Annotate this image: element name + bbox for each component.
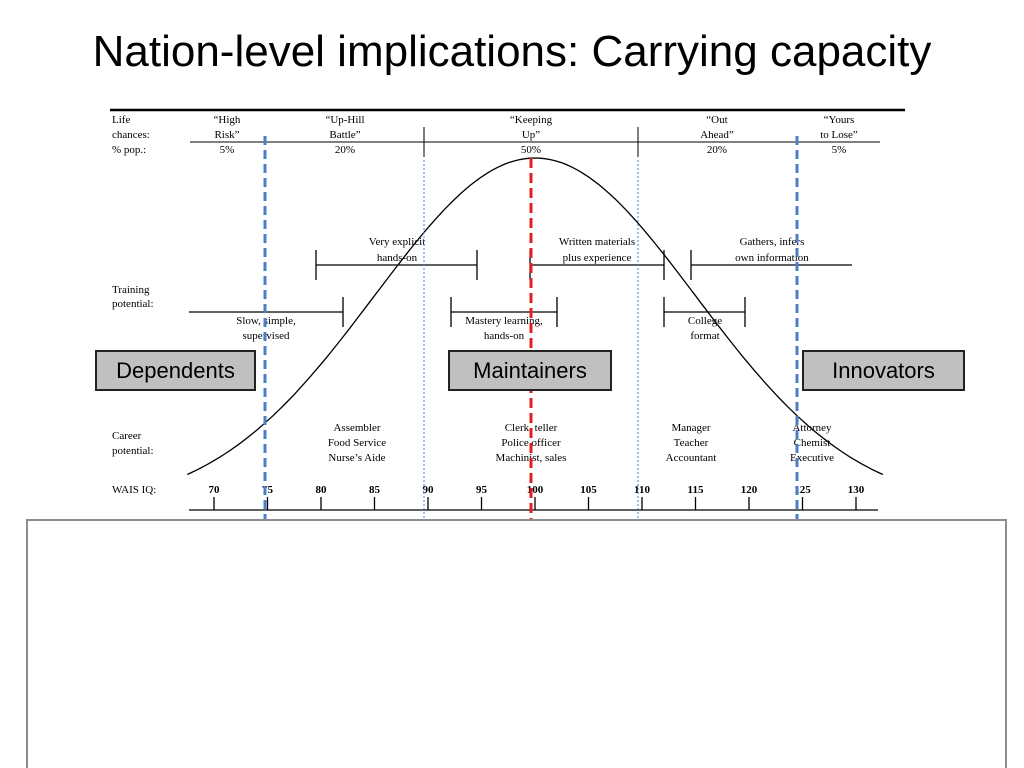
tp-written-2: plus experience <box>563 252 632 264</box>
dependents-callout: Dependents <box>95 350 256 391</box>
iq-tick-label: 70 <box>209 484 221 496</box>
tp-mastery-2: hands-on <box>484 330 525 342</box>
iq-tick-label: 95 <box>476 484 488 496</box>
career-1-c: Nurse’s Aide <box>328 452 385 464</box>
career-1-b: Food Service <box>328 437 386 449</box>
iq-tick-label: 75 <box>262 484 274 496</box>
career-4-a: Attorney <box>792 422 832 434</box>
tp-mastery-1: Mastery learning, <box>465 315 543 327</box>
iq-tick-label: 130 <box>848 484 865 496</box>
iq-tick-label: 90 <box>423 484 435 496</box>
bottom-content-panel <box>26 519 1007 768</box>
lc-out-ahead-pct: 20% <box>707 144 727 156</box>
career-1-a: Assembler <box>333 422 380 434</box>
iq-tick-label: 115 <box>688 484 704 496</box>
label-life: Life <box>112 114 130 126</box>
bell-curve <box>187 157 884 476</box>
iq-tick-label: 105 <box>580 484 597 496</box>
lc-keeping-up-1: “Keeping <box>510 114 553 126</box>
lc-high-risk-pct: 5% <box>220 144 235 156</box>
lc-yours-to-lose-2: to Lose” <box>820 129 858 141</box>
label-career: Career <box>112 430 142 442</box>
tp-college-2: format <box>690 330 719 342</box>
career-3-b: Teacher <box>674 437 709 449</box>
career-3-a: Manager <box>671 422 710 434</box>
tp-written-1: Written materials <box>559 236 635 248</box>
iq-tick-label: 110 <box>634 484 650 496</box>
lc-high-risk-1: “High <box>214 114 241 126</box>
label-wais-iq: WAIS IQ: <box>112 484 156 496</box>
slide-title: Nation-level implications: Carrying capa… <box>92 27 932 76</box>
lc-keeping-up-2: Up” <box>522 129 540 141</box>
lc-uphill-1: “Up-Hill <box>325 114 364 126</box>
lc-uphill-pct: 20% <box>335 144 355 156</box>
innovators-callout: Innovators <box>802 350 965 391</box>
lc-keeping-up-pct: 50% <box>521 144 541 156</box>
iq-tick-label: 100 <box>527 484 544 496</box>
lc-yours-to-lose-pct: 5% <box>832 144 847 156</box>
lc-out-ahead-2: Ahead” <box>700 129 734 141</box>
iq-tick-label: 120 <box>741 484 758 496</box>
maintainers-callout: Maintainers <box>448 350 612 391</box>
iq-tick-label: 80 <box>316 484 328 496</box>
lc-out-ahead-1: “Out <box>706 114 727 126</box>
label-training-potential: potential: <box>112 298 154 310</box>
lc-yours-to-lose-1: “Yours <box>824 114 855 126</box>
tp-gathers-1: Gathers, infers <box>740 236 805 248</box>
tp-very-explicit-2: hands-on <box>377 252 418 264</box>
iq-tick-label: 85 <box>369 484 381 496</box>
career-3-c: Accountant <box>666 452 717 464</box>
lc-high-risk-2: Risk” <box>214 129 239 141</box>
label-pct-pop: % pop.: <box>112 144 146 156</box>
career-4-c: Executive <box>790 452 834 464</box>
lc-uphill-2: Battle” <box>329 129 360 141</box>
career-4-b: Chemist <box>794 437 831 449</box>
label-chances: chances: <box>112 129 150 141</box>
tp-very-explicit-1: Very explicit <box>369 236 426 248</box>
label-career-potential: potential: <box>112 445 154 457</box>
tp-gathers-2: own information <box>735 252 809 264</box>
tp-college-1: College <box>688 315 722 327</box>
label-training: Training <box>112 284 150 296</box>
